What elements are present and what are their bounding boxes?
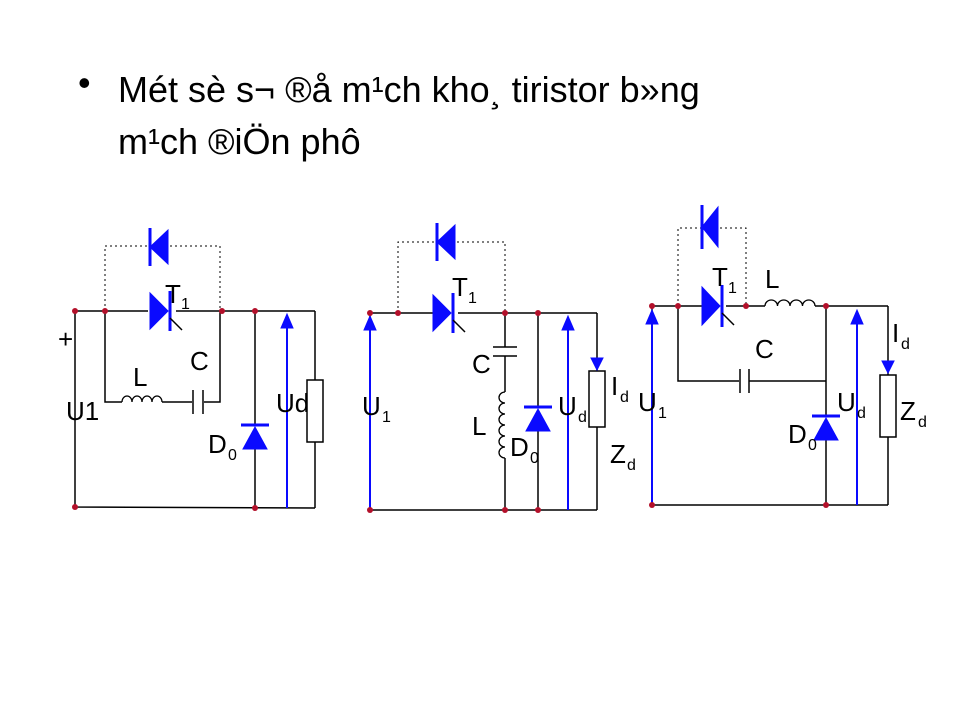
c3-capacitor-branch-wire xyxy=(677,306,826,382)
circuit-2: T 1 C L U 1 U d D 0 I d Z d xyxy=(362,223,636,513)
c2-label-u-sub: 1 xyxy=(382,409,391,426)
c3-label-z-sub: d xyxy=(918,414,927,431)
c2-label-z-sub: d xyxy=(627,457,636,474)
c3-label-u: U xyxy=(638,387,657,417)
c1-label-c: C xyxy=(190,346,209,376)
c3-label-u-sub: 1 xyxy=(658,405,667,422)
slide-title: Mét sè s¬ ®å m¹ch kho¸ tiristor b»ng m¹c… xyxy=(118,64,918,168)
c2-node-dots xyxy=(367,310,541,513)
c3-label-i-sub: d xyxy=(901,336,910,353)
c3-diode-d0-icon xyxy=(812,414,840,441)
c2-label-i-sub: d xyxy=(620,389,629,406)
c2-capacitor-icon xyxy=(493,346,517,357)
c3-id-arrow xyxy=(881,360,895,375)
c3-label-t: T xyxy=(712,262,728,292)
c1-label-t: T xyxy=(165,279,181,309)
c1-load-resistor xyxy=(306,379,324,443)
c2-label-l: L xyxy=(472,411,486,441)
c3-label-ud-sub: d xyxy=(857,405,866,422)
c2-id-arrow xyxy=(590,357,604,372)
c1-ud-arrow xyxy=(280,312,294,508)
c1-lc-branch-wire xyxy=(104,311,221,403)
c1-label-plus: + xyxy=(58,324,73,354)
c2-label-c: C xyxy=(472,349,491,379)
title-bullet: • xyxy=(78,62,91,103)
c3-label-l: L xyxy=(765,264,779,294)
c2-label-i: I xyxy=(611,371,618,401)
c3-label-i: I xyxy=(892,318,899,348)
circuit-3: T 1 L C I d U 1 U d Z d D 0 xyxy=(638,205,927,508)
c3-thyristor-t1-icon xyxy=(701,285,735,327)
title-line-1: Mét sè s¬ ®å m¹ch kho¸ tiristor b»ng xyxy=(118,69,700,110)
c2-label-u: U xyxy=(362,391,381,421)
c3-label-t-sub: 1 xyxy=(728,280,737,297)
c2-label-ud: U xyxy=(558,391,577,421)
c3-u1-arrow xyxy=(645,308,659,505)
c3-label-d: D xyxy=(788,419,807,449)
c3-ud-arrow xyxy=(850,308,864,505)
c3-label-d-sub: 0 xyxy=(808,437,817,454)
c2-aux-thyristor-icon xyxy=(435,223,456,261)
c1-label-d-sub: 0 xyxy=(228,447,237,464)
c1-label-l: L xyxy=(133,362,147,392)
c1-label-t-sub: 1 xyxy=(181,296,190,313)
c1-thyristor-t1-icon xyxy=(149,291,183,331)
c2-label-ud-sub: d xyxy=(578,409,587,426)
c3-node-dots xyxy=(649,303,829,508)
c2-label-d-sub: 0 xyxy=(530,450,539,467)
c1-label-u1: U1 xyxy=(66,396,99,426)
c3-label-c: C xyxy=(755,334,774,364)
c3-label-ud: U xyxy=(837,387,856,417)
c2-label-z: Z xyxy=(610,439,626,469)
c2-label-d: D xyxy=(510,432,529,462)
c2-aux-dashed-loop xyxy=(397,241,506,313)
c3-label-z: Z xyxy=(900,396,916,426)
c1-aux-thyristor-icon xyxy=(148,228,169,266)
c2-ud-arrow xyxy=(561,314,575,510)
c1-label-d: D xyxy=(208,429,227,459)
c2-diode-d0-icon xyxy=(524,405,552,432)
title-line-2: m¹ch ®iÖn phô xyxy=(118,121,361,162)
c1-label-ud: Ud xyxy=(276,388,309,418)
c3-capacitor-icon xyxy=(739,369,750,393)
c3-load-resistor xyxy=(879,374,897,438)
c2-load-resistor xyxy=(588,370,606,428)
c2-label-t: T xyxy=(452,272,468,302)
c2-u1-arrow xyxy=(363,314,377,510)
c2-label-t-sub: 1 xyxy=(468,290,477,307)
c2-thyristor-t1-icon xyxy=(432,293,466,333)
circuit-1: T 1 C L + U1 Ud D 0 xyxy=(58,228,324,511)
c3-inductor-icon xyxy=(764,299,816,307)
c1-capacitor-icon xyxy=(192,390,204,414)
c1-node-dots xyxy=(72,308,258,511)
c3-aux-thyristor-icon xyxy=(700,205,719,249)
c1-diode-d0-icon xyxy=(241,423,269,450)
c1-inductor-icon xyxy=(121,395,163,403)
c2-inductor-icon xyxy=(498,391,506,459)
